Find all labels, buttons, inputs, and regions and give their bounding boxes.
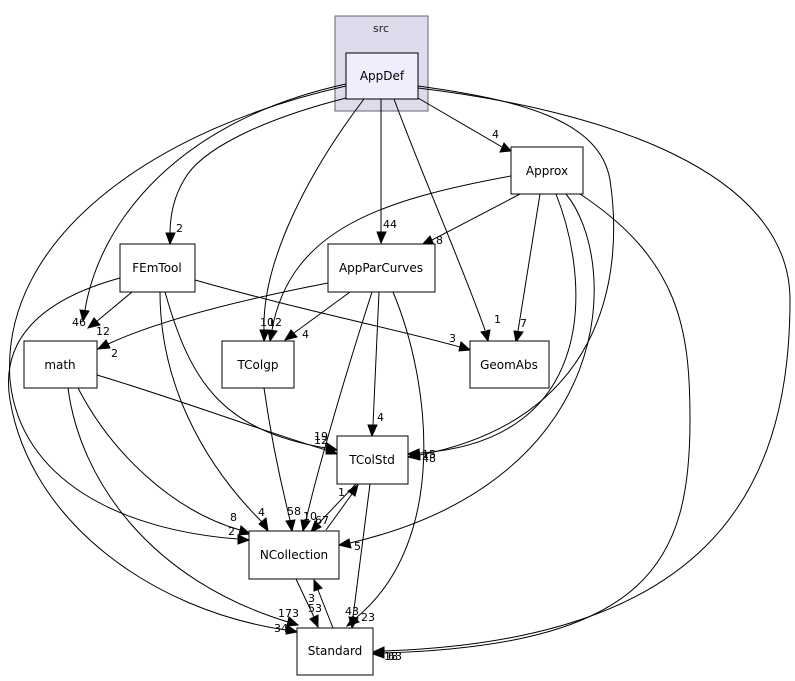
node-tcolgp[interactable]: TColgp [221, 340, 295, 389]
edge-approx-appparcurves[interactable]: 8 [420, 193, 521, 247]
edge-appdef-femtool[interactable]: 2 [165, 97, 347, 246]
edge-appdef-geomabs[interactable]: 1 [393, 98, 501, 343]
node-approx[interactable]: Approx [510, 146, 584, 195]
edge-appdef-appparcurves[interactable]: 44 [376, 99, 397, 245]
edge-label: 58 [287, 505, 301, 518]
edge-label: 23 [361, 611, 375, 624]
edge-label: 10 [303, 510, 317, 523]
edge-label: 63 [388, 650, 402, 663]
edge-label: 5 [354, 540, 361, 553]
edge-appparcurves-math[interactable]: 2 [96, 282, 329, 360]
edge-label: 4 [377, 411, 384, 424]
edge-label: 46 [72, 316, 86, 329]
node-approx-label: Approx [526, 164, 568, 178]
edge-approx-geomabs[interactable]: 7 [513, 193, 541, 344]
edge-label: 4 [492, 128, 499, 141]
edge-appdef-ncollection[interactable]: 2 [9, 85, 347, 545]
edge-label: 8 [436, 234, 443, 247]
node-standard[interactable]: Standard [296, 627, 374, 676]
edge-label: 2 [176, 222, 183, 235]
edge-appparcurves-ncollection[interactable]: 10 [300, 291, 373, 533]
edge-label: 2 [228, 525, 235, 538]
node-appparcurves[interactable]: AppParCurves [327, 243, 436, 293]
edge-label: 8 [230, 511, 237, 524]
node-tcolstd-label: TColStd [348, 453, 395, 467]
edge-femtool-math[interactable]: 12 [86, 291, 133, 338]
node-tcolstd[interactable]: TColStd [336, 435, 409, 485]
edge-math-ncollection[interactable]: 8 [77, 387, 252, 536]
edge-label: 19 [314, 430, 328, 443]
cluster-src-label: src [373, 22, 389, 35]
edge-label: 12 [96, 325, 110, 338]
edge-math-tcolstd[interactable]: 12 [96, 374, 339, 455]
node-geomabs-label: GeomAbs [480, 358, 538, 372]
edge-appdef-tcolgp[interactable]: 10 [259, 98, 365, 343]
node-standard-label: Standard [308, 644, 363, 658]
edge-label: 67 [315, 514, 329, 527]
node-ncollection[interactable]: NCollection [248, 530, 340, 580]
edge-tcolstd-standard[interactable]: 43 [345, 483, 371, 630]
edge-approx-tcolstd[interactable]: 48 [406, 193, 577, 465]
nodes: AppDef Approx FEmTool AppParCurves math … [23, 52, 584, 676]
edge-label: 1 [338, 486, 345, 499]
edge-label: 48 [422, 452, 436, 465]
edges: 4 2 44 46 10 1 15 [8, 83, 791, 663]
edge-label: 12 [268, 316, 282, 329]
edge-femtool-geomabs[interactable]: 3 [194, 279, 472, 352]
node-appdef[interactable]: AppDef [345, 52, 419, 100]
node-femtool[interactable]: FEmTool [119, 243, 196, 293]
node-appdef-label: AppDef [360, 69, 405, 83]
edge-appparcurves-tcolstd[interactable]: 4 [367, 291, 384, 438]
edge-appdef-tcolstd[interactable]: 15 [406, 85, 615, 461]
edge-label: 44 [383, 218, 397, 231]
edge-label: 12 [314, 434, 328, 447]
node-geomabs[interactable]: GeomAbs [469, 340, 550, 389]
edge-approx-ncollection[interactable]: 5 [337, 193, 595, 553]
edge-appdef-math[interactable]: 46 [72, 83, 347, 329]
edge-label: 43 [345, 605, 359, 618]
edge-approx-tcolgp[interactable]: 12 [267, 175, 512, 343]
edge-label: 4 [302, 328, 309, 341]
edge-femtool-ncollection[interactable]: 4 [159, 291, 269, 533]
edge-appparcurves-tcolgp[interactable]: 4 [283, 291, 351, 341]
edge-tcolstd-ncollection[interactable]: 67 [310, 483, 357, 534]
edge-label: 1 [494, 313, 501, 326]
edge-label: 10 [260, 316, 274, 329]
edge-label: 53 [308, 602, 322, 615]
edge-label: 3 [308, 592, 315, 605]
edge-standard-ncollection[interactable]: 3 [308, 578, 334, 629]
edge-ncollection-tcolstd[interactable]: 1 [325, 483, 359, 531]
node-appparcurves-label: AppParCurves [339, 261, 423, 275]
edge-label: 173 [278, 607, 299, 620]
edge-label: 4 [258, 506, 265, 519]
edge-ncollection-standard[interactable]: 53 [295, 578, 322, 629]
edge-label: 7 [520, 317, 527, 330]
node-math[interactable]: math [23, 340, 98, 389]
node-ncollection-label: NCollection [260, 548, 328, 562]
edge-label: 34 [274, 622, 288, 635]
edge-tcolgp-ncollection[interactable]: 58 [263, 387, 301, 533]
edge-label: 15 [422, 448, 436, 461]
edge-label: 2 [111, 347, 118, 360]
node-tcolgp-label: TColgp [237, 358, 279, 372]
node-math-label: math [44, 358, 75, 372]
edge-femtool-standard[interactable]: 34 [8, 277, 299, 635]
node-femtool-label: FEmTool [132, 261, 181, 275]
edge-label: 3 [449, 332, 456, 345]
edge-appdef-approx[interactable]: 4 [417, 97, 513, 153]
edge-approx-standard[interactable]: 63 [371, 193, 691, 663]
edge-math-standard[interactable]: 173 [67, 387, 300, 627]
